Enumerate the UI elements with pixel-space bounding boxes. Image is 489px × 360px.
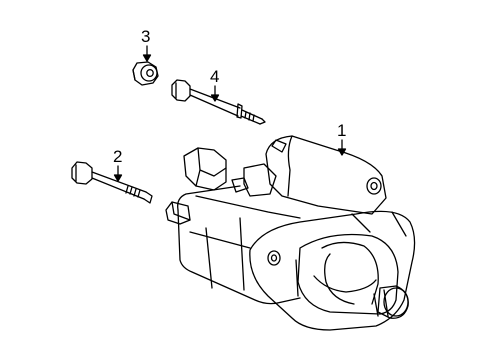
starter-motor-part-1: [165, 135, 416, 331]
leader-arrow-3: [142, 45, 152, 62]
callout-3: 3: [141, 27, 150, 46]
mounting-bolt-part-2: [71, 161, 153, 204]
callout-4: 4: [210, 67, 219, 86]
leader-arrow-2: [113, 165, 123, 182]
stud-bolt-part-4: [171, 79, 266, 125]
flange-nut-part-3: [132, 61, 159, 86]
callout-2: 2: [113, 147, 122, 166]
callout-1: 1: [337, 121, 346, 140]
